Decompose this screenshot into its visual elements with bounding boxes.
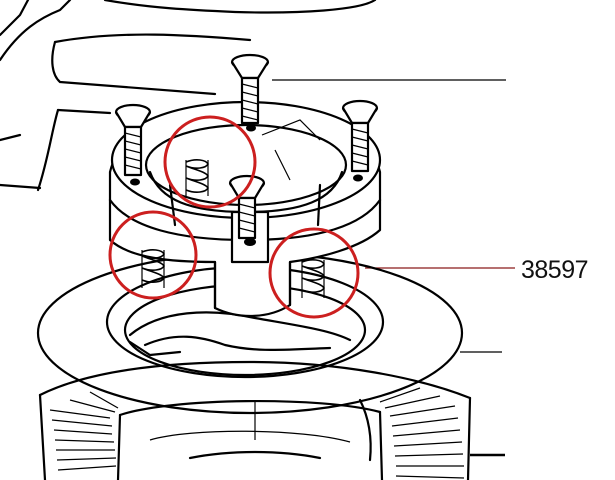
upper-housing [0,0,377,192]
spring-top-coil [185,159,209,196]
highlight-circle-left [108,210,198,300]
leader-lines [272,79,515,457]
bolt-left [114,103,152,177]
spring-right-coil [301,259,325,298]
highlight-circle-top [163,115,257,209]
bolt-right [341,99,379,173]
part-number-label: 38597 [521,256,589,284]
bolt-front [228,174,266,240]
spring-left-coil [141,249,165,288]
saw-blade [38,360,472,480]
highlight-circle-right [268,227,360,319]
bolt-top [230,53,270,125]
